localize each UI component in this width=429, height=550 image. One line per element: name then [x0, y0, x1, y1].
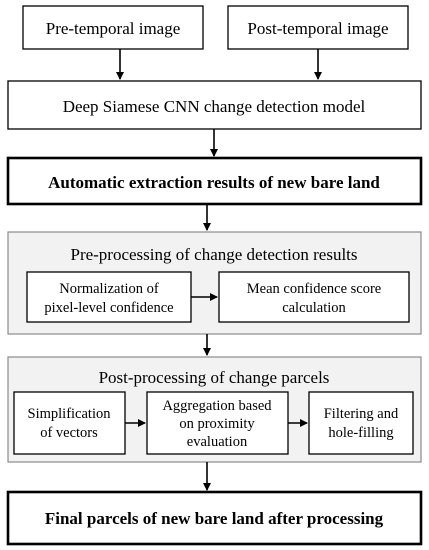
post-temporal-image-label: Post-temporal image — [247, 19, 388, 38]
automatic-extraction-node: Automatic extraction results of new bare… — [6, 156, 423, 206]
pre-processing-title: Pre-processing of change detection resul… — [70, 245, 357, 264]
normalization-line-2: pixel-level confidence — [44, 300, 173, 316]
pre-temporal-image-label: Pre-temporal image — [46, 19, 181, 38]
pre-temporal-image-node: Pre-temporal image — [22, 5, 204, 50]
post-processing-title: Post-processing of change parcels — [99, 368, 330, 387]
filtering-line-2: hole-filling — [328, 425, 393, 441]
mean-confidence-line-1: Mean confidence score — [247, 281, 381, 297]
post-temporal-image-node: Post-temporal image — [227, 5, 409, 50]
pre-processing-panel: Pre-processing of change detection resul… — [7, 231, 422, 335]
aggregation-line-3: evaluation — [187, 434, 248, 450]
final-parcels-label: Final parcels of new bare land after pro… — [45, 509, 384, 528]
aggregation-line-2: on proximity — [179, 416, 255, 432]
aggregation-node: Aggregation based on proximity evaluatio… — [146, 391, 289, 455]
aggregation-line-1: Aggregation based — [162, 398, 272, 414]
filtering-line-1: Filtering and — [324, 406, 399, 422]
filtering-node: Filtering and hole-filling — [308, 391, 414, 455]
post-processing-panel: Post-processing of change parcels Simpli… — [7, 356, 422, 463]
automatic-extraction-label: Automatic extraction results of new bare… — [48, 173, 380, 192]
simplification-line-2: of vectors — [40, 425, 98, 441]
normalization-line-1: Normalization of — [59, 281, 159, 297]
siamese-model-label: Deep Siamese CNN change detection model — [63, 97, 366, 116]
mean-confidence-node: Mean confidence score calculation — [218, 271, 410, 323]
simplification-line-1: Simplification — [28, 406, 112, 422]
final-parcels-node: Final parcels of new bare land after pro… — [6, 490, 423, 546]
siamese-model-node: Deep Siamese CNN change detection model — [7, 80, 422, 130]
simplification-node: Simplification of vectors — [13, 391, 126, 455]
normalization-node: Normalization of pixel-level confidence — [26, 271, 192, 323]
mean-confidence-line-2: calculation — [282, 300, 346, 316]
